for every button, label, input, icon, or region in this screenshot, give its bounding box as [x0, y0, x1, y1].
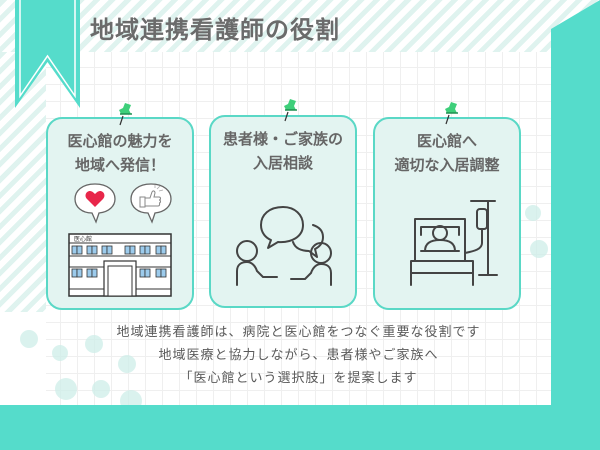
card-title-line: 医心館へ — [416, 132, 477, 150]
decor-dot — [530, 240, 548, 258]
pushpin-icon — [445, 102, 458, 125]
card-title: 患者様・ご家族の 入居相談 — [211, 127, 355, 175]
decor-dot — [52, 345, 68, 361]
pushpin-icon — [119, 103, 132, 126]
role-card-consultation: 患者様・ご家族の 入居相談 — [209, 115, 357, 308]
decor-dot — [92, 380, 110, 398]
patient-bed-iv-icon — [410, 200, 498, 286]
bottom-accent-band — [0, 405, 600, 450]
card-title-line: 入居相談 — [252, 154, 313, 172]
card-title-line: 適切な入居調整 — [394, 156, 500, 174]
decor-dot — [20, 330, 38, 348]
card-title: 医心館の魅力を 地域へ発信！ — [48, 129, 192, 177]
decor-dot — [525, 205, 541, 221]
description-text: 地域連携看護師は、病院と医心館をつなぐ重要な役割です 地域医療と協力しながら、患… — [46, 321, 551, 390]
decor-dot — [118, 355, 136, 373]
hospital-building-icon: 医心館 — [68, 233, 172, 297]
card-title-line: 患者様・ご家族の — [222, 130, 343, 148]
card-title: 医心館へ 適切な入居調整 — [375, 129, 519, 177]
description-line: 地域連携看護師は、病院と医心館をつなぐ重要な役割です — [116, 325, 481, 340]
description-line: 地域医療と協力しながら、患者様やご家族へ — [158, 348, 439, 363]
thumbs-up-speech-bubble-icon — [130, 183, 172, 224]
consultation-people-icon — [236, 206, 332, 286]
role-card-admission-coordination: 医心館へ 適切な入居調整 — [373, 117, 521, 310]
page-title: 地域連携看護師の役割 — [90, 16, 340, 44]
role-card-publicity: 医心館の魅力を 地域へ発信！ 医心館 — [46, 117, 194, 310]
pushpin-icon — [284, 99, 297, 122]
description-line: 「医心館という選択肢」を提案します — [179, 371, 418, 386]
decor-dot — [55, 378, 77, 400]
decor-dot — [85, 335, 103, 353]
card-title-line: 医心館の魅力を — [67, 132, 173, 150]
heart-speech-bubble-icon — [74, 183, 116, 224]
right-accent-block — [551, 0, 600, 450]
card-title-line: 地域へ発信！ — [74, 156, 165, 174]
bookmark-ribbon-icon — [15, 0, 80, 108]
building-sign: 医心館 — [74, 235, 92, 243]
stripe-background-top — [0, 0, 600, 52]
